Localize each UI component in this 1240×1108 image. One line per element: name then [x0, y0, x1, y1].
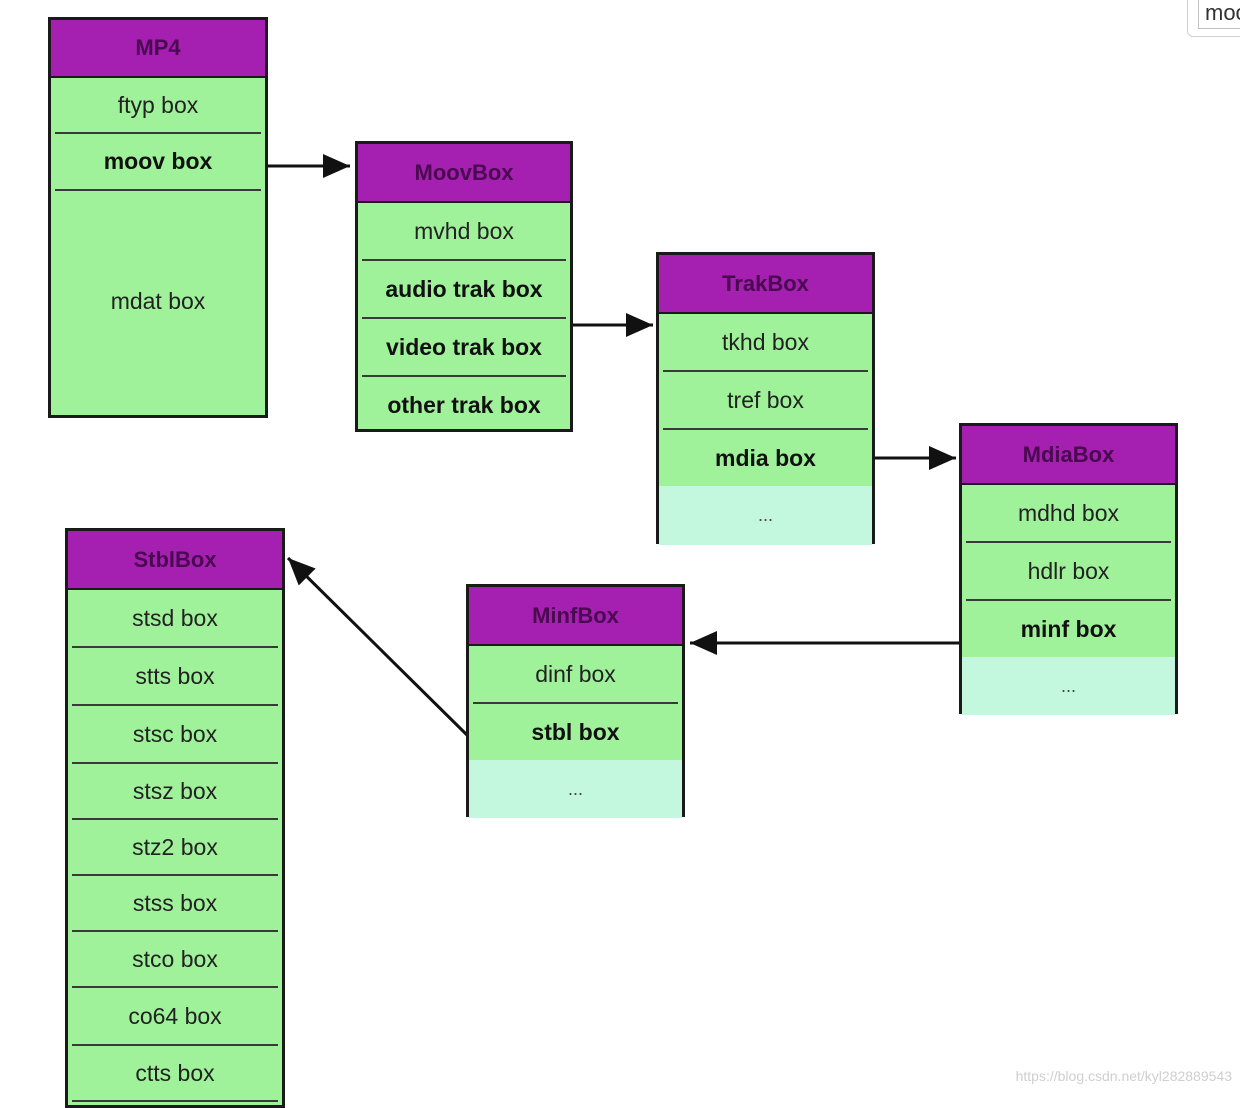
mdiabox-title: MdiaBox — [962, 426, 1175, 485]
moovbox-row-video-trak: video trak box — [362, 319, 566, 377]
stblbox-row-co64: co64 box — [72, 988, 278, 1046]
mdiabox-row-more: ... — [962, 657, 1175, 715]
moovbox-row-audio-trak: audio trak box — [362, 261, 566, 319]
stblbox-row-stco: stco box — [72, 932, 278, 988]
stblbox-row-stsc: stsc box — [72, 706, 278, 764]
mdiabox-row-minf: minf box — [1020, 615, 1117, 642]
moovbox-row-other-trak: other trak box — [387, 391, 541, 418]
stblbox-row-stsd: stsd box — [72, 590, 278, 648]
stblbox-row-stz2: stz2 box — [72, 820, 278, 876]
watermark: https://blog.csdn.net/kyl282889543 — [1015, 1068, 1232, 1084]
minfbox-row-stbl: stbl box — [531, 718, 620, 745]
moovbox-row-mvhd: mvhd box — [362, 203, 566, 261]
arrow-minf-to-stbl — [286, 556, 469, 737]
mdiabox-row-mdhd: mdhd box — [966, 485, 1171, 543]
corner-tab-label: moo — [1198, 0, 1240, 29]
stblbox-title: StblBox — [68, 531, 282, 590]
mdiabox-row-hdlr: hdlr box — [966, 543, 1171, 601]
trakbox-row-mdia: mdia box — [715, 444, 816, 471]
trakbox-row-more: ... — [659, 486, 872, 545]
stblbox-row-ctts: ctts box — [72, 1046, 278, 1102]
mp4-row-moov: moov box — [55, 134, 261, 191]
corner-tab[interactable]: moo — [1187, 0, 1240, 37]
moovbox: MoovBox mvhd box audio trak box video tr… — [355, 141, 573, 432]
mp4-box-title: MP4 — [51, 20, 265, 78]
mp4-box: MP4 ftyp box moov box mdat box — [48, 17, 268, 418]
mp4-row-mdat: mdat box — [110, 287, 206, 314]
trakbox-title: TrakBox — [659, 255, 872, 314]
minfbox-row-dinf: dinf box — [473, 646, 678, 704]
mp4-row-ftyp: ftyp box — [55, 78, 261, 134]
minfbox: MinfBox dinf box stbl box ... — [466, 584, 685, 818]
moovbox-title: MoovBox — [358, 144, 570, 203]
stblbox: StblBox stsd box stts box stsc box stsz … — [65, 528, 285, 1108]
trakbox: TrakBox tkhd box tref box mdia box ... — [656, 252, 875, 545]
minfbox-row-more: ... — [469, 760, 682, 818]
stblbox-row-stts: stts box — [72, 648, 278, 706]
trakbox-row-tref: tref box — [663, 372, 868, 430]
mdiabox: MdiaBox mdhd box hdlr box minf box ... — [959, 423, 1178, 715]
trakbox-row-tkhd: tkhd box — [663, 314, 868, 372]
stblbox-row-stss: stss box — [72, 876, 278, 932]
stblbox-row-stsz: stsz box — [72, 764, 278, 820]
minfbox-title: MinfBox — [469, 587, 682, 646]
